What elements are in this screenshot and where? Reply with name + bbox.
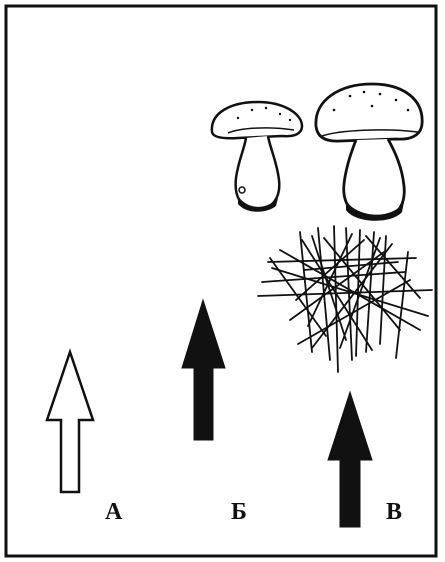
label-a: А bbox=[105, 500, 122, 524]
label-b: Б bbox=[231, 500, 247, 524]
mycelium-lines bbox=[258, 226, 432, 372]
arrow-a-outline bbox=[47, 352, 93, 492]
arrow-v-filled bbox=[328, 392, 372, 527]
label-v: В bbox=[386, 500, 402, 524]
mushroom-large bbox=[316, 84, 422, 221]
arrow-b-filled bbox=[182, 300, 225, 440]
mushroom-small bbox=[212, 102, 302, 212]
